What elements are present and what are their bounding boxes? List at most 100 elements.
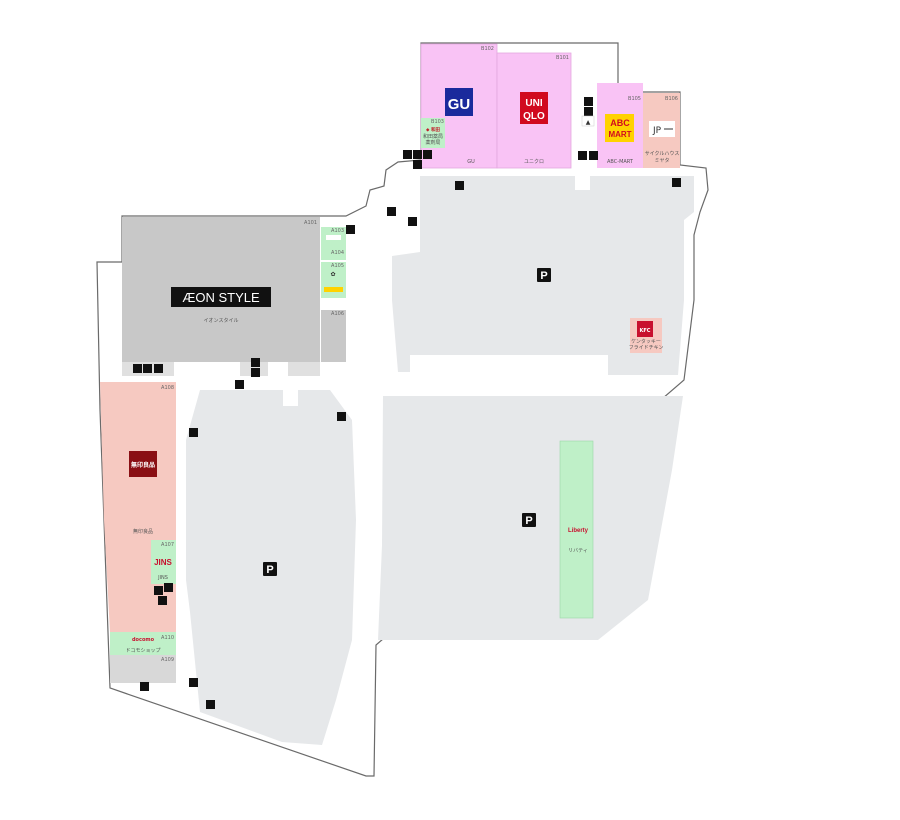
wheelchair-icon[interactable] <box>413 150 422 159</box>
store-code: A106 <box>331 311 344 317</box>
store-a106[interactable] <box>321 280 346 298</box>
store-code: A104 <box>331 250 344 256</box>
store-name: ABC-MART <box>607 159 634 165</box>
parking-label: P <box>540 270 547 282</box>
store-liberty[interactable]: Liberty リバティ <box>559 440 594 619</box>
uniqlo-logo-bg <box>520 92 548 124</box>
store-code: A105 <box>331 263 344 269</box>
store-name-line1: ケンタッキー <box>631 338 661 345</box>
store-code: B102 <box>481 46 494 52</box>
restroom-icon[interactable] <box>133 364 142 373</box>
baby-care-icon[interactable]: ▲ <box>581 115 595 127</box>
store-code: A103 <box>331 228 344 234</box>
service-block-d <box>110 655 176 683</box>
a105-logo: ✿ <box>330 271 335 278</box>
uniqlo-logo-line1: UNI <box>525 98 542 109</box>
muji-logo-bg <box>129 451 157 477</box>
svg-text:▲: ▲ <box>586 119 591 126</box>
bicycle-parking-icon[interactable] <box>387 207 396 216</box>
jins-logo: JINS <box>154 558 172 567</box>
cycle-logo: JP <box>652 126 662 136</box>
store-a105[interactable]: A105 ✿ <box>321 262 346 280</box>
bicycle-parking-icon[interactable] <box>455 181 464 190</box>
store-name: ドコモショップ <box>125 648 160 654</box>
store-a106-block[interactable]: A106 <box>321 310 346 362</box>
aeon-logo-bg <box>171 287 271 307</box>
wheelchair-icon[interactable] <box>143 364 152 373</box>
store-kfc[interactable]: KFC ケンタッキー フライドチキン <box>629 318 664 353</box>
a106-logo <box>324 287 343 292</box>
gu-logo: GU <box>448 96 471 113</box>
wheelchair-icon[interactable] <box>346 225 355 234</box>
wheelchair-icon[interactable] <box>164 583 173 592</box>
b103-logo: ◆ 和田 <box>426 126 441 133</box>
restroom-icon[interactable] <box>403 150 412 159</box>
store-cycle-house[interactable]: B106 JP サイクルハウス ミヤタ <box>643 93 680 168</box>
parking-marker-north[interactable]: P <box>537 268 551 282</box>
store-aeon-style[interactable]: A101 ÆON STYLE イオンスタイル <box>122 217 320 362</box>
bicycle-parking-icon[interactable] <box>189 678 198 687</box>
aeon-logo: ÆON STYLE <box>182 290 260 305</box>
store-code: B101 <box>556 55 569 61</box>
store-name: 無印良品 <box>133 528 153 535</box>
store-code: B106 <box>665 96 678 102</box>
store-muji[interactable]: A108 無印良品 無印良品 <box>100 382 176 632</box>
bicycle-parking-icon[interactable] <box>140 682 149 691</box>
store-docomo[interactable]: A110 docomo ドコモショップ <box>110 632 176 655</box>
store-code: B103 <box>431 119 444 125</box>
store-name-line1: 和田薬局 <box>423 133 443 140</box>
motorcycle-parking-icon[interactable] <box>408 217 417 226</box>
kfc-logo-bg <box>637 321 653 337</box>
parking-label: P <box>266 564 273 576</box>
store-a103[interactable]: A103 <box>321 227 346 249</box>
bicycle-parking-icon[interactable] <box>189 428 198 437</box>
store-name-line2: ミヤタ <box>654 157 669 164</box>
wheelchair-icon[interactable] <box>578 151 587 160</box>
docomo-logo: docomo <box>132 637 155 643</box>
store-gu[interactable]: B102 GU GU <box>420 43 498 169</box>
store-name: イオンスタイル <box>204 317 239 324</box>
store-name-line1: サイクルハウス <box>645 150 680 157</box>
restroom-icon[interactable] <box>584 107 593 116</box>
store-a104[interactable]: A104 <box>321 249 346 260</box>
facility-icons <box>133 97 681 709</box>
bicycle-parking-icon[interactable] <box>672 178 681 187</box>
store-code-a109: A109 <box>161 657 174 663</box>
uniqlo-logo-line2: QLO <box>523 111 545 122</box>
store-code: A101 <box>304 220 317 226</box>
store-abc-mart[interactable]: B105 ABC MART ABC-MART <box>597 83 643 168</box>
store-code: A110 <box>161 635 174 641</box>
wheelchair-icon[interactable] <box>251 368 260 377</box>
store-jins[interactable]: A107 JINS JINS <box>151 540 176 584</box>
escalator-icon[interactable] <box>589 151 598 160</box>
kfc-logo: KFC <box>640 328 651 334</box>
bicycle-parking-icon[interactable] <box>235 380 244 389</box>
parking-marker-west[interactable]: P <box>263 562 277 576</box>
abc-logo-line1: ABC <box>610 118 630 128</box>
atm-icon[interactable] <box>423 150 432 159</box>
wheelchair-icon[interactable] <box>584 97 593 106</box>
store-code: A108 <box>161 385 174 391</box>
abc-logo-bg <box>605 114 634 142</box>
store-name-line2: フライドチキン <box>629 345 664 351</box>
gu-logo-bg <box>445 88 473 116</box>
store-name: リバティ <box>568 548 588 554</box>
escalator-icon[interactable] <box>154 586 163 595</box>
liberty-logo: Liberty <box>568 528 589 534</box>
cycle-logo-bg <box>649 121 675 137</box>
muji-logo: 無印良品 <box>131 461 155 469</box>
parking-label: P <box>525 515 532 527</box>
store-name: GU <box>467 159 475 165</box>
escalator-icon[interactable] <box>251 358 260 367</box>
motorcycle-parking-icon[interactable] <box>206 700 215 709</box>
store-code: B105 <box>628 96 641 102</box>
store-name: JINS <box>157 575 168 581</box>
restroom-icon[interactable] <box>158 596 167 605</box>
store-uniqlo[interactable]: B101 UNI QLO ユニクロ <box>496 52 572 169</box>
escalator-icon[interactable] <box>154 364 163 373</box>
store-b103[interactable]: B103 ◆ 和田 和田薬局 薬剤局 <box>421 118 445 148</box>
parking-marker-east[interactable]: P <box>522 513 536 527</box>
motorcycle-parking-icon[interactable] <box>337 412 346 421</box>
escalator-icon[interactable] <box>413 160 422 169</box>
